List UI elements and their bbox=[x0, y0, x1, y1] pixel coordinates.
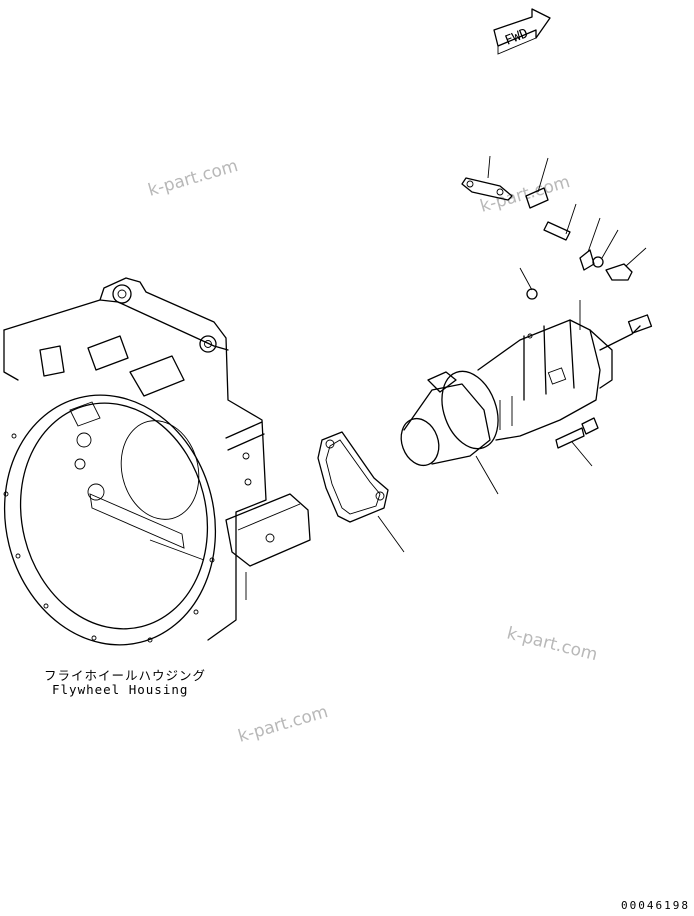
watermark-2: k-part.com bbox=[478, 172, 572, 217]
flywheel-housing-drawing bbox=[3, 277, 311, 646]
caption-english: Flywheel Housing bbox=[52, 682, 189, 697]
fwd-label: FWD bbox=[503, 26, 531, 49]
caption-japanese: フライホイールハウジング bbox=[44, 668, 207, 683]
watermark-3: k-part.com bbox=[505, 623, 600, 665]
starter-motor-drawing bbox=[400, 300, 653, 495]
gasket-drawing bbox=[317, 431, 405, 553]
watermark-1: k-part.com bbox=[146, 156, 240, 201]
watermark-4: k-part.com bbox=[236, 702, 330, 747]
document-number: 00046198 bbox=[621, 899, 690, 912]
small-hardware-drawing bbox=[461, 155, 647, 300]
mounting-bolt-drawing bbox=[555, 417, 599, 467]
fwd-direction-arrow: FWD bbox=[493, 8, 551, 55]
